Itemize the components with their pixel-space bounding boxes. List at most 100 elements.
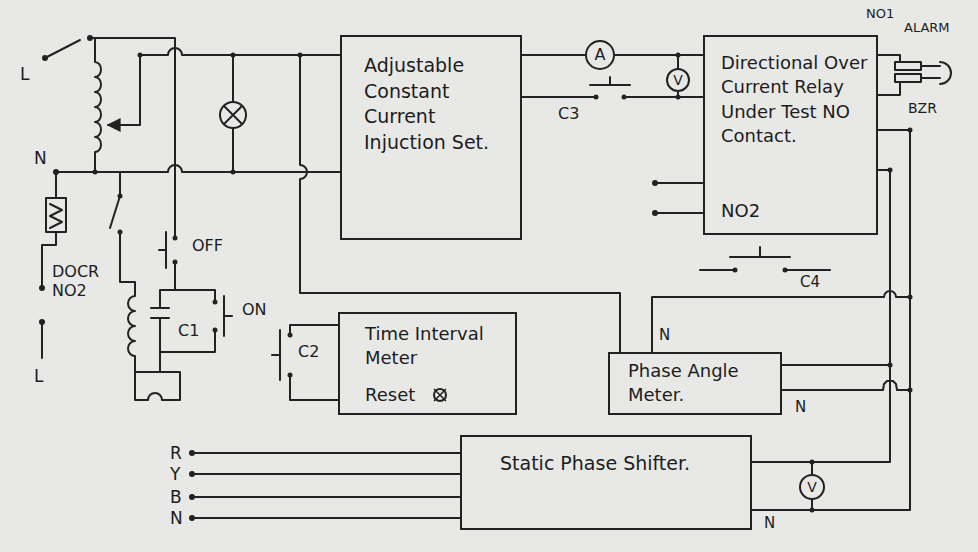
meter-letter: V xyxy=(673,73,683,87)
terminal-label: L xyxy=(34,366,43,386)
terminal-label: N xyxy=(795,398,806,416)
terminal-dot xyxy=(213,328,218,333)
overload-element xyxy=(135,352,180,400)
terminal-label: OFF xyxy=(192,236,223,255)
wiring xyxy=(42,38,951,518)
c2-button xyxy=(272,330,280,380)
terminal-label: N xyxy=(34,148,47,168)
wire-connector xyxy=(782,130,910,390)
c4-button xyxy=(700,247,830,270)
terminal-dot xyxy=(652,210,658,216)
terminal-label: N xyxy=(170,508,183,528)
off-button xyxy=(159,232,166,268)
wire-connector xyxy=(752,170,890,462)
control-wire xyxy=(175,264,215,300)
junction-dot xyxy=(888,363,893,368)
terminal-label: DOCR NO2 xyxy=(52,262,108,300)
timer-wire xyxy=(290,325,338,400)
lamp-symbol xyxy=(220,102,246,128)
neutral-bus xyxy=(58,165,340,172)
terminal-label: B xyxy=(170,487,182,507)
nc-contact-wire xyxy=(119,172,121,196)
terminal-dot xyxy=(39,319,45,325)
meter-letter: V xyxy=(807,480,817,494)
supply-switch-blade xyxy=(45,40,80,58)
box-text: Directional Over Current Relay Under Tes… xyxy=(721,51,871,148)
terminal-label: N xyxy=(659,326,670,344)
current-injection-set: Adjustable Constant Current Injuction Se… xyxy=(340,35,522,240)
terminal-dot xyxy=(42,55,48,61)
box-text: Time Interval Meter xyxy=(365,322,515,371)
wire-connector xyxy=(782,170,890,365)
holding-contact xyxy=(151,290,175,352)
junction-dot xyxy=(93,170,98,175)
buzzer-plate xyxy=(895,62,921,70)
terminal-label: C3 xyxy=(558,104,579,123)
terminal-dot xyxy=(189,450,195,456)
lamp-cross xyxy=(224,106,242,124)
terminal-dot xyxy=(173,260,178,265)
terminal-label: BZR xyxy=(908,100,937,117)
terminal-label: C1 xyxy=(178,321,199,340)
junction-dot xyxy=(908,388,913,393)
wire-connector xyxy=(752,500,812,510)
terminal-dot xyxy=(118,194,123,199)
junction-dot xyxy=(888,168,893,173)
terminal-dot xyxy=(652,180,658,186)
junction-dot xyxy=(908,128,913,133)
terminal-dot xyxy=(783,268,788,273)
terminal-dot xyxy=(118,230,123,235)
wire-connector xyxy=(678,92,703,97)
junction-dot xyxy=(138,53,143,58)
reset-knob-cross xyxy=(434,389,446,401)
buzzer-wire xyxy=(921,66,940,78)
wire-connector xyxy=(752,130,910,510)
junction-dot xyxy=(676,53,681,58)
terminal-dot xyxy=(288,333,293,338)
junction-dot xyxy=(810,460,815,465)
reset-knob xyxy=(434,389,446,401)
phase-angle-meter: Phase Angle Meter. xyxy=(608,352,782,415)
ammeter-symbol: A xyxy=(585,40,615,70)
terminal-dot xyxy=(733,268,738,273)
terminal-dot xyxy=(173,236,178,241)
terminal-label: N xyxy=(764,514,775,532)
junction-dot xyxy=(298,53,303,58)
terminal-dot xyxy=(189,471,195,477)
relay-terminal-wire xyxy=(655,183,703,213)
junction-dot xyxy=(231,53,236,58)
box-text: Adjustable Constant Current Injuction Se… xyxy=(364,53,514,156)
box-text: NO2 xyxy=(721,199,871,223)
contactor-coil xyxy=(120,232,160,372)
output-bus xyxy=(140,48,340,55)
meter-feed-wire xyxy=(300,55,620,352)
lamp-wire xyxy=(232,55,234,102)
terminal-dot xyxy=(189,494,195,500)
wire-connector xyxy=(752,462,812,474)
wire-connector xyxy=(615,55,678,68)
terminals xyxy=(39,35,913,521)
terminal-label: NO1 xyxy=(866,6,894,22)
junction-dot xyxy=(231,170,236,175)
neutral-wire xyxy=(652,291,910,352)
box-text: Phase Angle Meter. xyxy=(628,359,773,408)
lamp-wire xyxy=(232,128,234,172)
junction-dot xyxy=(676,95,681,100)
docr-wire xyxy=(41,325,43,358)
terminal-label: C2 xyxy=(298,342,319,361)
on-button xyxy=(224,296,232,336)
static-phase-shifter: Static Phase Shifter. xyxy=(460,435,752,530)
terminal-label: R xyxy=(170,443,182,463)
three-phase-wire xyxy=(195,453,460,518)
terminal-dot xyxy=(53,169,59,175)
relay-under-test: Directional Over Current Relay Under Tes… xyxy=(703,35,878,235)
variac-wiper xyxy=(108,55,140,125)
nc-contact-blade xyxy=(110,196,120,228)
terminal-label: L xyxy=(20,64,29,84)
junction-dot xyxy=(908,295,913,300)
buzzer-bell xyxy=(940,62,951,84)
voltmeter-symbol: V xyxy=(799,474,825,500)
docr-coil-winding xyxy=(50,204,62,228)
box-text: Reset xyxy=(365,383,515,407)
buzzer-plate xyxy=(895,74,921,82)
